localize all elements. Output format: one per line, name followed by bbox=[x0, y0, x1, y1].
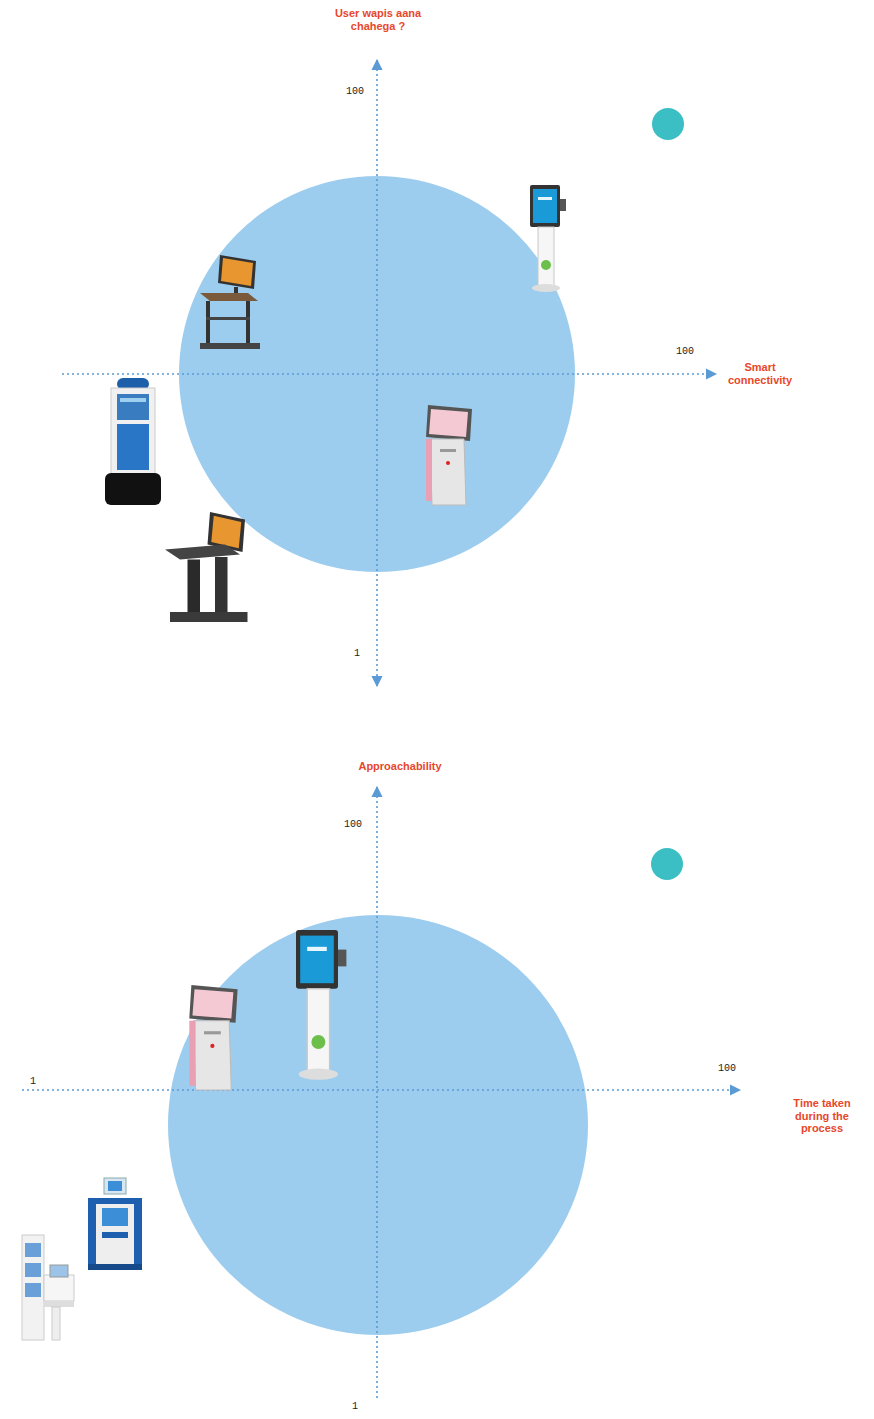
kiosk-illustration bbox=[22, 1235, 74, 1340]
axis-title: Smart connectivity bbox=[718, 361, 802, 386]
axis-value: 1 bbox=[345, 1401, 365, 1412]
axis-value: 1 bbox=[23, 1076, 43, 1087]
axis-value: 100 bbox=[338, 819, 368, 830]
kiosk-illustration bbox=[296, 930, 346, 1080]
axis-value: 100 bbox=[340, 86, 370, 97]
kiosk-illustration bbox=[426, 405, 472, 505]
axis-value: 100 bbox=[712, 1063, 742, 1074]
y-axis bbox=[376, 787, 378, 1398]
target-dot bbox=[651, 848, 683, 880]
kiosk-illustration bbox=[165, 512, 248, 622]
axis-title: User wapis aana chahega ? bbox=[323, 7, 433, 32]
target-dot bbox=[652, 108, 684, 140]
axis-value: 1 bbox=[347, 648, 367, 659]
x-axis bbox=[62, 373, 716, 375]
market-circle bbox=[168, 915, 588, 1335]
axis-title: Time taken during the process bbox=[785, 1097, 859, 1135]
y-axis bbox=[376, 60, 378, 686]
kiosk-illustration bbox=[530, 185, 566, 292]
x-axis bbox=[22, 1089, 740, 1091]
kiosk-illustration bbox=[189, 985, 237, 1090]
kiosk-illustration bbox=[88, 1178, 142, 1270]
kiosk-illustration bbox=[105, 378, 161, 505]
kiosk-illustration bbox=[200, 255, 260, 349]
axis-title: Approachability bbox=[340, 760, 460, 773]
axis-value: 100 bbox=[670, 346, 700, 357]
